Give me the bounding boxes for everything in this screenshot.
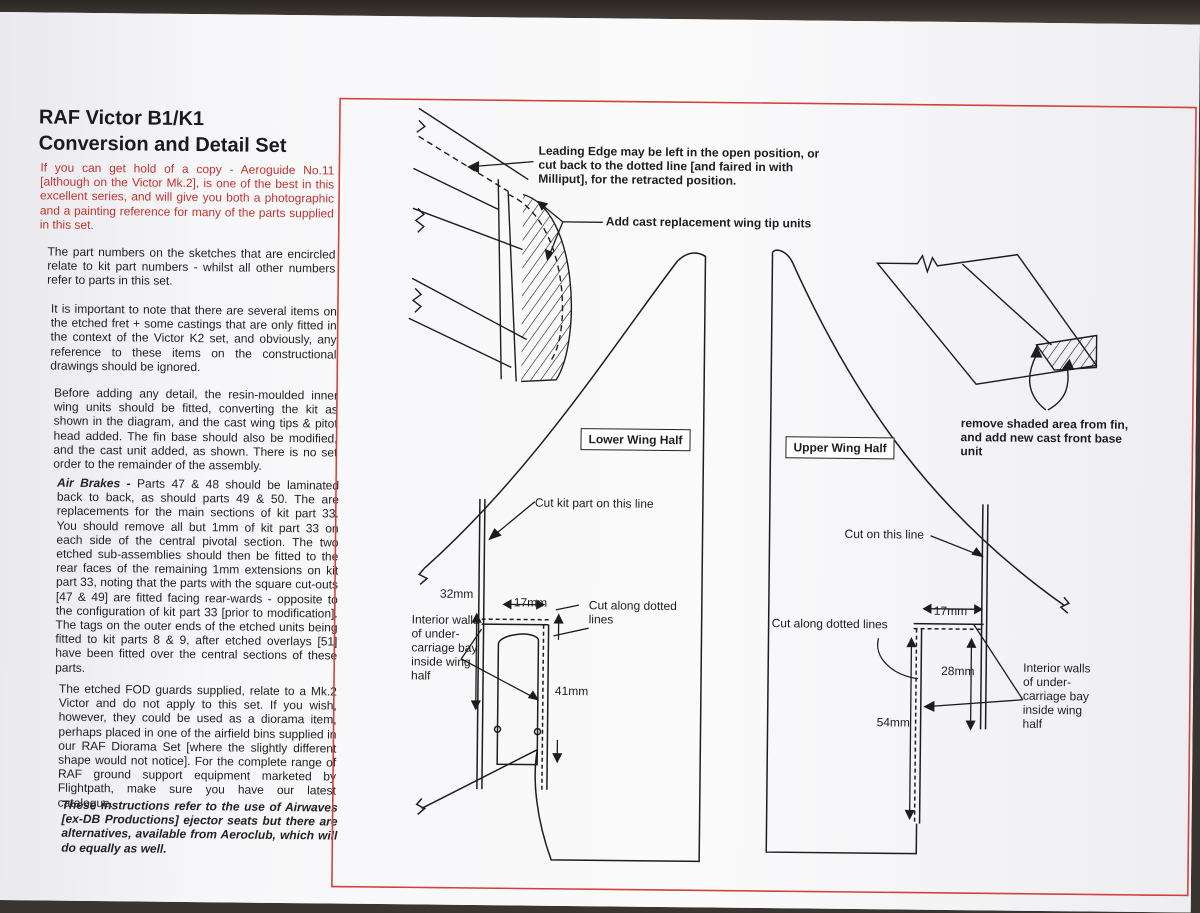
leading-edge-note: Leading Edge may be left in the open pos… [538, 144, 828, 189]
part-numbers-paragraph: The part numbers on the sketches that ar… [47, 245, 335, 291]
important-note-paragraph: It is important to note that there are s… [50, 302, 337, 376]
cut-dotted-lines-left: Cut along dotted lines [589, 598, 699, 627]
interior-walls-right: Interior walls of under-carriage bay ins… [1023, 661, 1104, 732]
diagram-frame: Leading Edge may be left in the open pos… [331, 98, 1197, 897]
before-detail-paragraph: Before adding any detail, the resin-moul… [53, 386, 338, 474]
dimension-17mm-left: 17mm [514, 595, 547, 609]
page-title: RAF Victor B1/K1 Conversion and Detail S… [38, 104, 286, 159]
dimension-54mm: 54mm [877, 715, 910, 729]
air-brakes-paragraph: Air Brakes - Parts 47 & 48 should be lam… [55, 476, 339, 678]
air-brakes-heading: Air Brakes - [57, 476, 131, 491]
title-line-2: Conversion and Detail Set [39, 132, 287, 157]
air-brakes-text: Parts 47 & 48 should be laminated back t… [55, 476, 339, 674]
instruction-sheet: RAF Victor B1/K1 Conversion and Detail S… [0, 12, 1200, 913]
fin-note: remove shaded area from fin, and add new… [960, 416, 1130, 460]
upper-wing-half-label: Upper Wing Half [785, 436, 894, 459]
dimension-28mm: 28mm [941, 664, 974, 678]
fod-guards-paragraph: The etched FOD guards supplied, relate t… [58, 682, 337, 813]
cut-kit-part-label: Cut kit part on this line [535, 496, 654, 511]
fin-sketch [876, 253, 1098, 410]
wing-tip-note: Add cast replacement wing tip units [606, 214, 812, 230]
dimension-41mm: 41mm [555, 684, 588, 698]
lower-wing-half-label: Lower Wing Half [580, 428, 690, 451]
upper-wing-half-outline [766, 250, 1072, 855]
interior-walls-left: Interior walls of under-carriage bay ins… [411, 612, 480, 683]
title-line-1: RAF Victor B1/K1 [39, 106, 204, 130]
dimension-17mm-right: 17mm [934, 604, 967, 618]
cut-dotted-lines-right: Cut along dotted lines [772, 616, 888, 631]
cut-on-line-label: Cut on this line [845, 527, 925, 542]
ejector-seats-paragraph: These instructions refer to the use of A… [61, 798, 338, 858]
dimension-32mm: 32mm [440, 587, 473, 601]
intro-paragraph: If you can get hold of a copy - Aeroguid… [40, 160, 335, 234]
